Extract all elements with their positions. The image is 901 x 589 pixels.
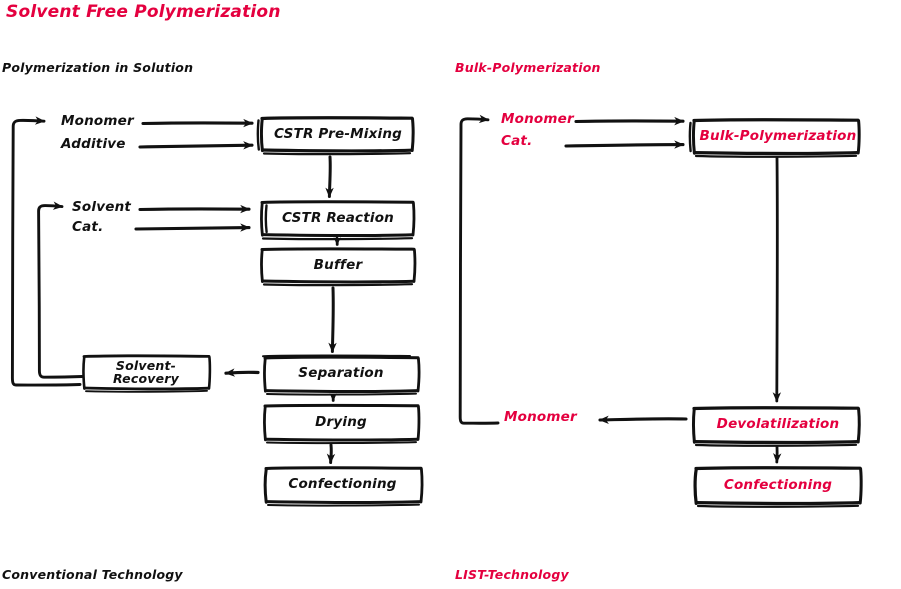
arrow-buffer-to-separation [328,286,337,353]
arrow-drying-to-confectioning [326,443,336,464]
left-stream-solvent: Solvent [72,199,132,215]
left-section-heading: Polymerization in Solution [2,60,194,75]
box-label-drying: Drying [315,414,367,431]
page-title: Solvent Free Polymerization [6,2,281,22]
arrow-additive-to-premixing [138,141,254,150]
right-stream-monomer-recycle: Monomer [504,409,577,425]
left-stream-cat: Cat. [72,219,104,235]
right-section-heading: Bulk-Polymerization [455,60,601,75]
arrow-cat-to-bulk [564,140,685,149]
recycle-loop-right [458,114,500,425]
box-label-devolatilization: Devolatilization [716,416,840,433]
left-caption: Conventional Technology [2,567,183,582]
arrow-monomer-to-premixing [141,118,254,128]
right-stream-cat: Cat. [501,133,533,149]
arrow-cat-to-reaction [134,223,251,232]
box-label-buffer: Buffer [313,256,363,273]
box-label-cstr-pre-mixing: CSTR Pre-Mixing [273,125,403,142]
right-stream-monomer: Monomer [501,111,574,127]
left-stream-additive: Additive [61,136,126,152]
box-label-confectioning: Confectioning [288,476,397,493]
arrow-monomer-to-bulk [574,116,685,126]
recycle-loop-outer [10,116,82,387]
left-stream-monomer: Monomer [61,113,134,129]
arrow-devolatilization-to-monomer [598,415,688,424]
box-label-solvent-recovery: Solvent- Recovery [112,358,180,386]
right-caption: LIST-Technology [455,567,569,582]
arrow-separation-to-solvent-recovery [224,368,260,377]
arrow-premixing-to-reaction [325,155,334,198]
box-label-separation: Separation [298,365,384,382]
arrow-solvent-to-reaction [138,204,251,214]
box-label-confectioning-right: Confectioning [723,476,833,493]
box-label-bulk-polymerization: Bulk-Polymerization [699,127,857,144]
arrow-bulk-to-devolatilization [772,156,782,403]
box-label-cstr-reaction: CSTR Reaction [281,209,394,226]
